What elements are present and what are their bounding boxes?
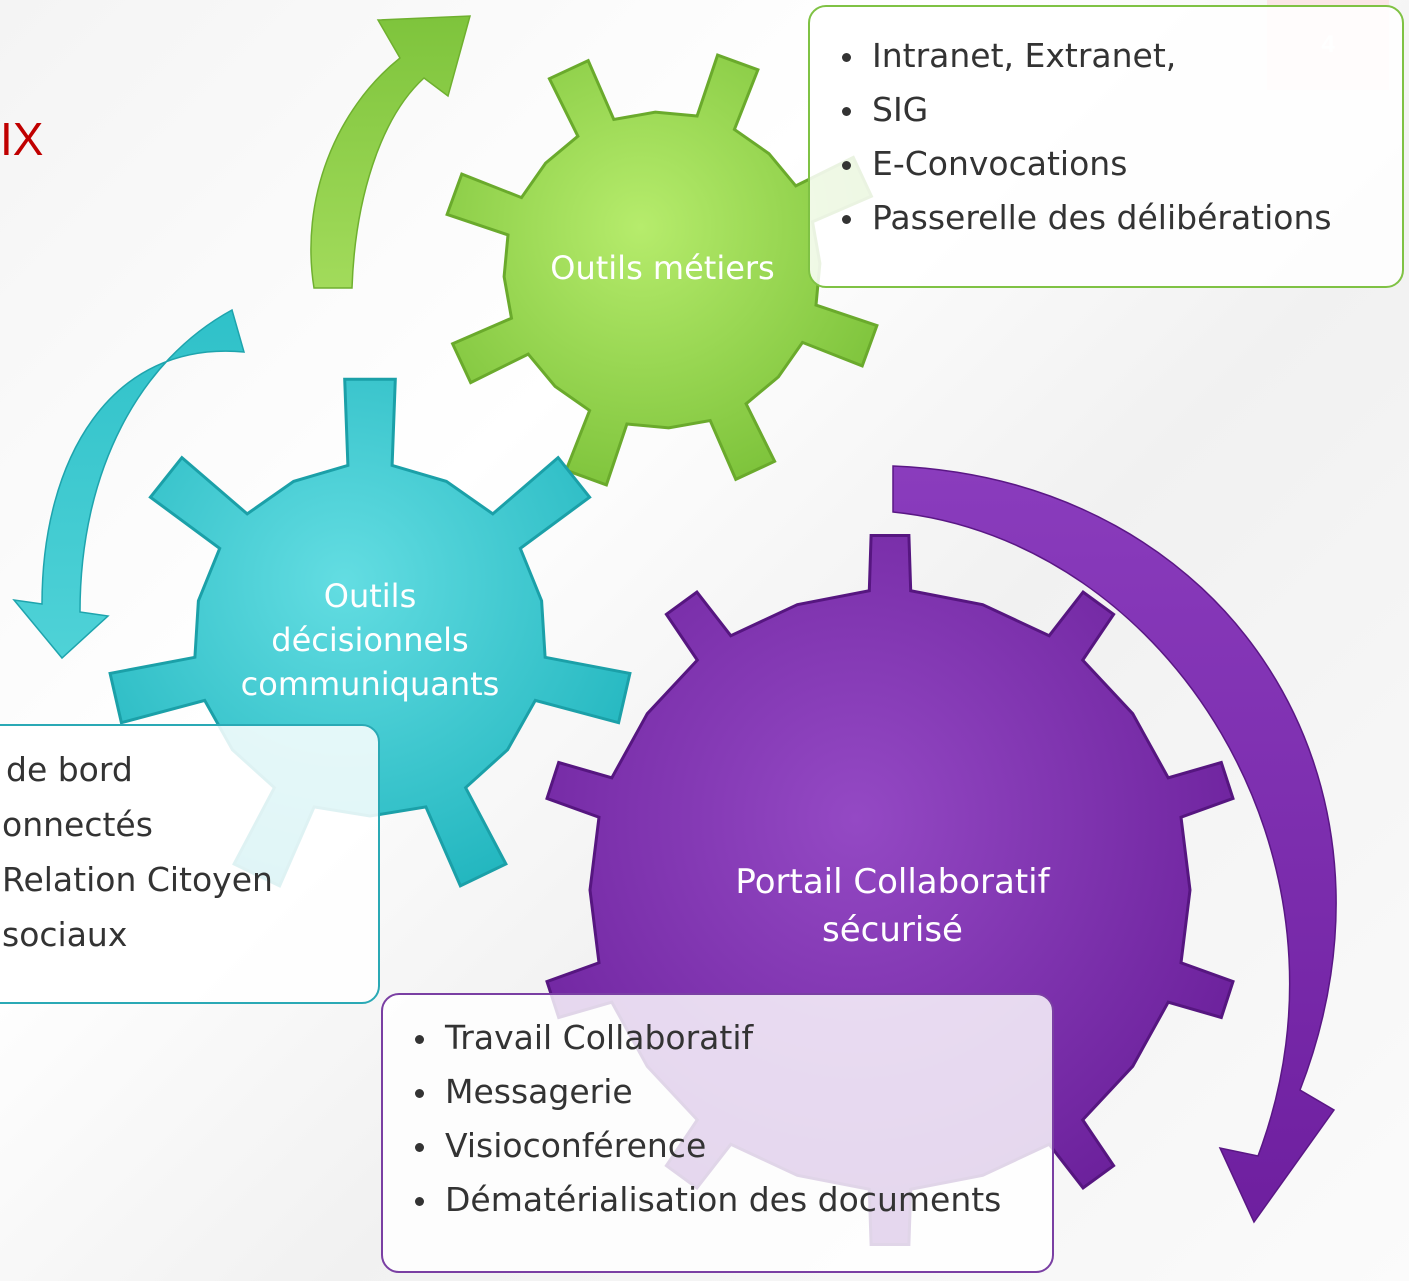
gear-label-line: Portail Collaboratif [735,862,1050,902]
list-item: de bord [6,750,133,789]
list-item: Passerelle des délibérations [840,191,1402,245]
callout-outils-decisionnels: de bord onnectés Relation Citoyen sociau… [0,724,380,1004]
gear-label-line: sécurisé [822,910,963,950]
purple-curved-arrow [892,465,1337,1224]
gear-label-line: Outils [323,577,417,615]
list-item: Relation Citoyen [2,860,273,899]
list-item: onnectés [2,805,153,844]
list-item: Messagerie [413,1065,1052,1119]
gear-label-metiers: Outils métiers [550,249,775,287]
callout-portail-collaboratif: Travail Collaboratif Messagerie Visiocon… [381,993,1054,1273]
list-outils-metiers: Intranet, Extranet, SIG E-Convocations P… [840,29,1402,245]
list-item: Dématérialisation des documents [413,1173,1052,1227]
teal-curved-arrow [12,308,246,660]
gear-label-line: décisionnels [271,621,469,659]
list-outils-decisionnels: de bord onnectés Relation Citoyen sociau… [0,742,378,962]
list-item: SIG [840,83,1402,137]
gear-label-portail: Portail Collaboratif sécurisé [700,858,1085,954]
slide-title-fragment: IX [0,113,44,165]
list-item: E-Convocations [840,137,1402,191]
list-item: Intranet, Extranet, [840,29,1402,83]
green-curved-arrow [310,15,471,289]
list-item: sociaux [2,915,128,954]
list-portail-collaboratif: Travail Collaboratif Messagerie Visiocon… [413,1011,1052,1227]
list-item: Visioconférence [413,1119,1052,1173]
list-item: Travail Collaboratif [413,1011,1052,1065]
callout-outils-metiers: Intranet, Extranet, SIG E-Convocations P… [808,5,1404,288]
gear-label-line: communiquants [240,665,500,703]
gear-label-decisionnels: Outils décisionnels communiquants [220,574,520,706]
teal-gear [108,377,632,888]
